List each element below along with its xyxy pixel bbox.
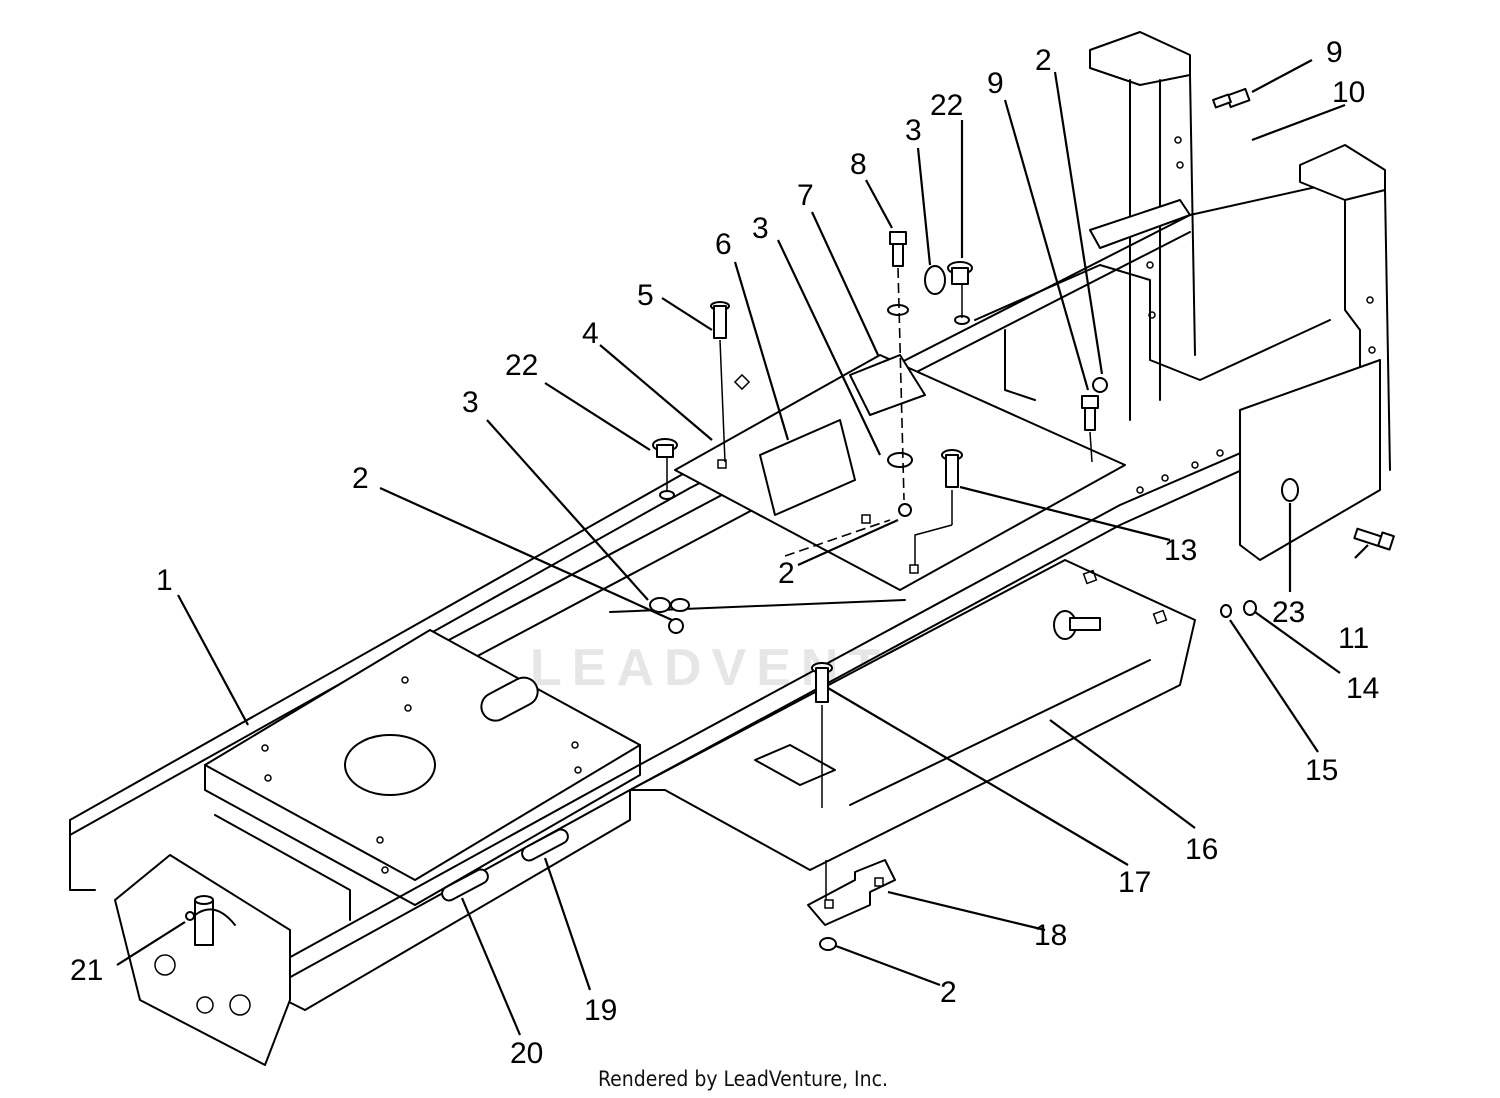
callout-1: 1 [156, 564, 173, 597]
footrest-plate [629, 559, 1196, 871]
callout-9-center: 9 [987, 67, 1004, 100]
callout-7: 7 [797, 179, 814, 212]
engine-plate [204, 629, 641, 921]
assembly-lines [666, 267, 1093, 900]
callout-labels: 1 2 2 2 2 3 3 3 4 5 6 7 8 9 9 10 11 13 1… [70, 36, 1379, 1070]
bolt-9-center [1081, 395, 1099, 431]
callout-8: 8 [850, 148, 867, 181]
callout-3-left: 3 [462, 386, 479, 419]
callout-3-mid: 3 [752, 212, 769, 245]
callout-9-top: 9 [1326, 36, 1343, 69]
credit-text: Rendered by LeadVenture, Inc. [598, 1067, 888, 1091]
bolt-11 [1353, 527, 1395, 551]
washer-15 [1220, 604, 1232, 618]
nut-2-upper [1092, 377, 1108, 393]
callout-2-center: 2 [778, 557, 795, 590]
callout-3-top: 3 [905, 114, 922, 147]
carriage-bolt-5 [710, 301, 730, 339]
callout-15: 15 [1305, 754, 1338, 787]
callout-4: 4 [582, 317, 599, 350]
callout-16: 16 [1185, 833, 1218, 866]
callout-17: 17 [1118, 866, 1151, 899]
rail-slot-left [441, 868, 489, 902]
carriage-bolt-footplate [1053, 610, 1101, 640]
callout-2-left: 2 [352, 462, 369, 495]
center-plate [674, 354, 1126, 591]
leader-lines [116, 59, 1369, 1036]
callout-2-top: 2 [1035, 44, 1052, 77]
credit-footer: Rendered by LeadVenture, Inc. [598, 1067, 888, 1091]
callout-21: 21 [70, 954, 103, 987]
callout-10: 10 [1332, 76, 1365, 109]
bushing-22-left [652, 438, 678, 500]
bushing-22-top [947, 261, 973, 325]
bolt-13 [941, 449, 963, 488]
hitch-pin [194, 899, 214, 946]
callout-23: 23 [1272, 596, 1305, 629]
engine-plate-bolt-holes [261, 676, 582, 874]
callout-18: 18 [1034, 919, 1067, 952]
rear-upright-frame [974, 31, 1391, 561]
spacer-3-left [649, 597, 690, 634]
front-bumper-bracket [114, 854, 291, 1066]
decal-6 [759, 419, 856, 516]
main-frame [69, 174, 1376, 1011]
washer-23 [1281, 478, 1299, 502]
callout-20: 20 [510, 1037, 543, 1070]
callout-14: 14 [1346, 672, 1379, 705]
callout-6: 6 [715, 228, 732, 261]
clamp-18 [807, 859, 896, 926]
callout-11: 11 [1338, 622, 1369, 655]
engine-plate-slot [480, 676, 539, 722]
spacer-3-mid [887, 452, 913, 517]
nut-14 [1243, 600, 1257, 616]
callout-22-top: 22 [930, 89, 963, 122]
callout-2-bottom: 2 [940, 976, 957, 1009]
near-rail-holes [1136, 449, 1224, 494]
bolt-17 [811, 662, 833, 703]
nut-2-bottom [819, 937, 837, 951]
callout-19: 19 [584, 994, 617, 1027]
bolt-8 [889, 231, 907, 267]
callout-5: 5 [637, 279, 654, 312]
callout-22-left: 22 [505, 349, 538, 382]
clip-21 [185, 908, 236, 926]
rail-slot-right [521, 828, 569, 862]
callout-13: 13 [1164, 534, 1197, 567]
hardware [185, 87, 1395, 951]
decal-7 [849, 354, 926, 416]
engine-plate-hole [344, 734, 436, 796]
spacer-3-top [887, 265, 946, 316]
bolt-9-top [1212, 87, 1251, 109]
